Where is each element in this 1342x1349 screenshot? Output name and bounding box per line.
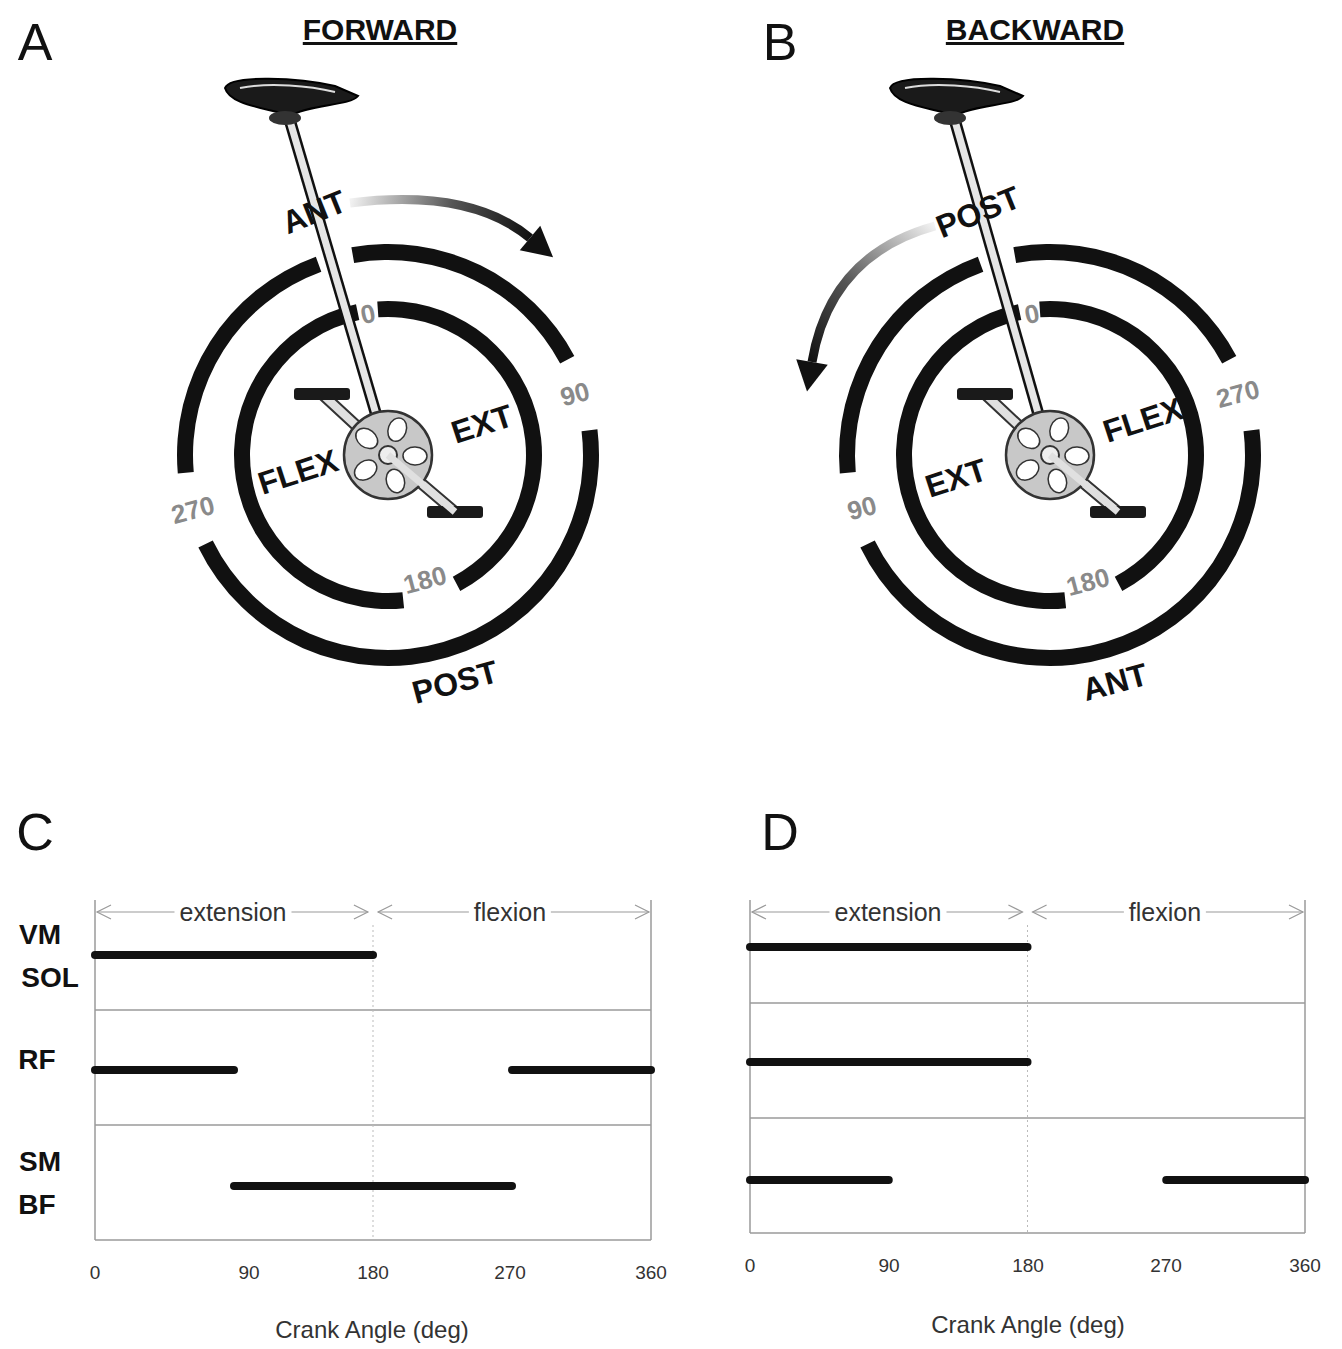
- pedal: [294, 388, 350, 400]
- activity-bar: [234, 1182, 512, 1190]
- pedal: [957, 388, 1013, 400]
- tick-label: 180: [1012, 1256, 1044, 1275]
- rotation-arrow: [812, 226, 935, 362]
- muscle-name: RF: [18, 1046, 55, 1074]
- panel-letter: C: [16, 806, 54, 858]
- tick-label: 270: [494, 1263, 526, 1282]
- rotation-arrow-head: [520, 226, 553, 257]
- inner-phase-ring: [896, 301, 1204, 609]
- muscle-name: BF: [18, 1191, 55, 1219]
- tick-label: 360: [635, 1263, 667, 1282]
- chainring-hole: [385, 415, 410, 444]
- midline: [1027, 925, 1028, 1233]
- crank-arm-front: [388, 455, 455, 512]
- phase-name: ANT: [1079, 658, 1151, 706]
- seat-post-outline: [955, 121, 1050, 455]
- tick-label: 180: [357, 1263, 389, 1282]
- saddle-clamp: [269, 111, 301, 125]
- emg-chart-forward: [95, 900, 651, 1240]
- phase-range-label: extension: [829, 900, 946, 925]
- chainring-hole: [351, 456, 381, 484]
- chainring-hole: [1014, 424, 1044, 453]
- rotation-arrow-head: [796, 359, 828, 391]
- activity-bar: [1166, 1176, 1305, 1184]
- phase-name: EXT: [921, 453, 990, 503]
- bicycle-crank-backward: [890, 79, 1146, 518]
- angle-number: 0: [1022, 300, 1042, 328]
- saddle: [890, 79, 1023, 116]
- angle-number: 270: [169, 492, 218, 528]
- seat-post: [955, 121, 1050, 455]
- activity-bar: [95, 1066, 234, 1074]
- panel-letter: B: [763, 16, 798, 68]
- midline: [373, 925, 374, 1240]
- angle-number: 270: [1214, 376, 1263, 412]
- panel-title: FORWARD: [303, 15, 457, 45]
- bicycle-crank-forward: [225, 79, 483, 518]
- phase-range-label: extension: [174, 900, 291, 925]
- seat-post-outline: [290, 121, 388, 455]
- muscle-name: SOL: [21, 964, 79, 992]
- tick-label: 270: [1150, 1256, 1182, 1275]
- angle-number: 180: [401, 562, 450, 598]
- angle-number: 0: [358, 300, 378, 328]
- phase-name: FLEX: [1099, 392, 1187, 448]
- panel-title: BACKWARD: [946, 15, 1124, 45]
- phase-range-label: flexion: [1124, 900, 1206, 925]
- phase-range-label: flexion: [469, 900, 551, 925]
- phase-name: FLEX: [254, 444, 342, 500]
- axis-title: Crank Angle (deg): [931, 1313, 1124, 1337]
- activity-bar: [750, 1058, 1028, 1066]
- phase-arc: [234, 304, 404, 609]
- muscle-name: VM: [19, 921, 61, 949]
- inner-phase-ring: [234, 301, 542, 609]
- activity-bar: [750, 943, 1028, 951]
- axis-title: Crank Angle (deg): [275, 1318, 468, 1342]
- angle-number: 90: [845, 492, 880, 525]
- rotation-arrow: [350, 200, 530, 238]
- saddle: [225, 79, 358, 116]
- phase-arc: [896, 304, 1066, 609]
- phase-name: POST: [409, 655, 501, 708]
- panel-letter: D: [761, 806, 799, 858]
- tick-label: 0: [745, 1256, 756, 1275]
- activity-bar: [750, 1176, 889, 1184]
- row-divider: [750, 1002, 1305, 1004]
- tick-label: 90: [238, 1263, 259, 1282]
- chainring-hole: [1065, 447, 1090, 466]
- tick-label: 360: [1289, 1256, 1321, 1275]
- chainring-hole: [1013, 456, 1043, 484]
- saddle-highlight: [905, 85, 1000, 92]
- chainring-hole: [403, 447, 428, 466]
- angle-number: 90: [558, 378, 593, 411]
- phase-name: ANT: [278, 185, 351, 239]
- seat-post: [290, 121, 388, 455]
- emg-chart-backward: [750, 900, 1305, 1233]
- phase-name: EXT: [447, 399, 516, 449]
- row-divider: [750, 1117, 1305, 1119]
- outer-phase-ring: [177, 244, 599, 666]
- tick-label: 90: [878, 1256, 899, 1275]
- saddle-highlight: [240, 85, 335, 92]
- angle-number: 180: [1064, 564, 1113, 600]
- chainring-hole: [352, 424, 382, 453]
- activity-bar: [95, 951, 373, 959]
- tick-label: 0: [90, 1263, 101, 1282]
- muscle-name: SM: [19, 1148, 61, 1176]
- activity-bar: [512, 1066, 651, 1074]
- saddle-clamp: [934, 111, 966, 125]
- panel-letter: A: [18, 16, 53, 68]
- crank-arm-front: [1050, 455, 1118, 512]
- chainring-hole: [1047, 415, 1072, 444]
- outer-phase-ring: [839, 244, 1261, 666]
